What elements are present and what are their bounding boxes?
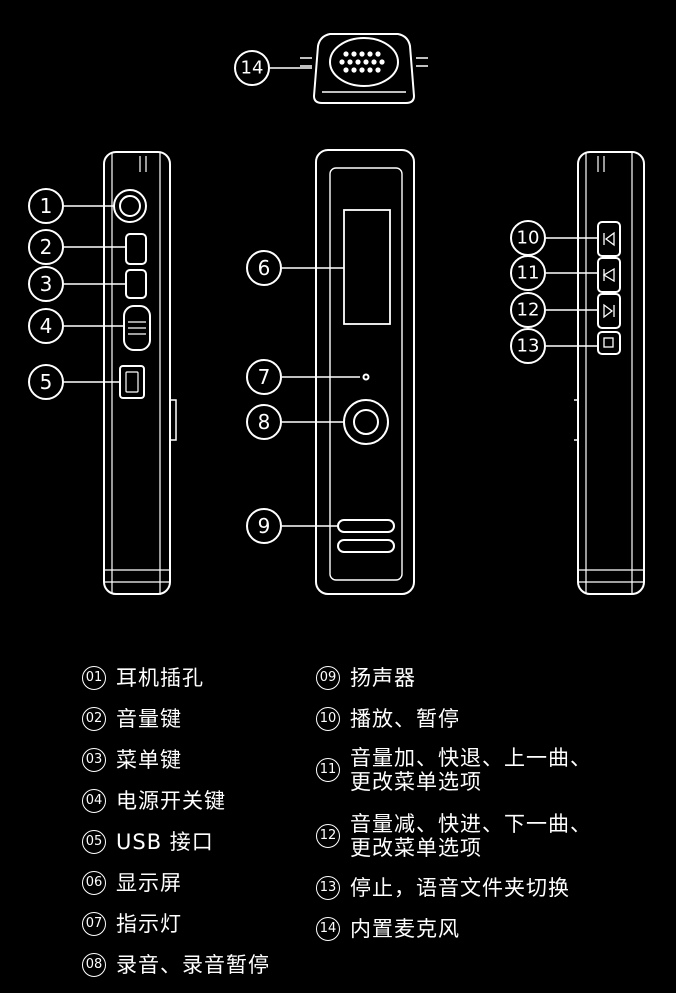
callout-5: 5 <box>40 370 53 394</box>
legend-text: 菜单键 <box>116 748 182 772</box>
callout-7: 7 <box>258 365 271 389</box>
legend-number: 01 <box>82 666 106 690</box>
legend-item-14: 14 内置麦克风 <box>316 917 460 941</box>
legend-number: 04 <box>82 789 106 813</box>
legend-number: 11 <box>316 758 340 782</box>
legend-number: 06 <box>82 871 106 895</box>
legend-number: 13 <box>316 876 340 900</box>
callout-1: 1 <box>40 194 53 218</box>
legend-number: 03 <box>82 748 106 772</box>
callout-8: 8 <box>258 410 271 434</box>
legend-number: 09 <box>316 666 340 690</box>
legend-number: 07 <box>82 912 106 936</box>
legend-text: 音量加、快退、上一曲、 更改菜单选项 <box>350 746 592 794</box>
legend-text: 内置麦克风 <box>350 917 460 941</box>
legend-item-08: 08 录音、录音暂停 <box>82 953 270 977</box>
top-view-device <box>300 33 428 104</box>
legend-number: 10 <box>316 707 340 731</box>
legend-item-04: 04 电源开关键 <box>82 789 226 813</box>
legend-text: 音量键 <box>116 707 182 731</box>
legend-item-09: 09 扬声器 <box>316 666 416 690</box>
legend-number: 08 <box>82 953 106 977</box>
callout-circles <box>28 50 546 544</box>
legend-item-01: 01 耳机插孔 <box>82 666 204 690</box>
callout-4: 4 <box>40 314 53 338</box>
legend-text: 播放、暂停 <box>350 707 460 731</box>
front-device <box>315 149 415 595</box>
legend-text: 指示灯 <box>116 912 182 936</box>
legend-text: 耳机插孔 <box>116 666 204 690</box>
legend-number: 05 <box>82 830 106 854</box>
callout-13: 13 <box>517 336 540 357</box>
callout-3: 3 <box>40 272 53 296</box>
left-side-device <box>103 151 177 595</box>
legend-item-11: 11 音量加、快退、上一曲、 更改菜单选项 <box>316 746 592 794</box>
legend-item-03: 03 菜单键 <box>82 748 182 772</box>
microphone-grille <box>339 51 385 73</box>
legend-number: 12 <box>316 824 340 848</box>
callout-6: 6 <box>258 256 271 280</box>
callout-11: 11 <box>517 263 540 284</box>
leader-lines <box>64 67 598 527</box>
legend-text: 音量减、快进、下一曲、 更改菜单选项 <box>350 812 592 860</box>
legend-text: 录音、录音暂停 <box>116 953 270 977</box>
legend-text: 扬声器 <box>350 666 416 690</box>
legend-item-12: 12 音量减、快进、下一曲、 更改菜单选项 <box>316 812 592 860</box>
legend-number: 02 <box>82 707 106 731</box>
callout-14: 14 <box>241 58 264 79</box>
callout-12: 12 <box>517 300 540 321</box>
legend-item-10: 10 播放、暂停 <box>316 707 460 731</box>
callout-9: 9 <box>258 514 271 538</box>
legend-item-05: 05 USB 接口 <box>82 830 214 854</box>
legend-text: 显示屏 <box>116 871 182 895</box>
legend-number: 14 <box>316 917 340 941</box>
legend-item-02: 02 音量键 <box>82 707 182 731</box>
button-symbols <box>602 231 615 348</box>
legend-text: 电源开关键 <box>116 789 226 813</box>
legend-item-13: 13 停止，语音文件夹切换 <box>316 876 570 900</box>
right-side-device <box>574 151 645 595</box>
legend-item-07: 07 指示灯 <box>82 912 182 936</box>
callout-10: 10 <box>517 228 540 249</box>
legend-text: USB 接口 <box>116 830 214 854</box>
callout-2: 2 <box>40 235 53 259</box>
legend-text: 停止，语音文件夹切换 <box>350 876 570 900</box>
legend-item-06: 06 显示屏 <box>82 871 182 895</box>
